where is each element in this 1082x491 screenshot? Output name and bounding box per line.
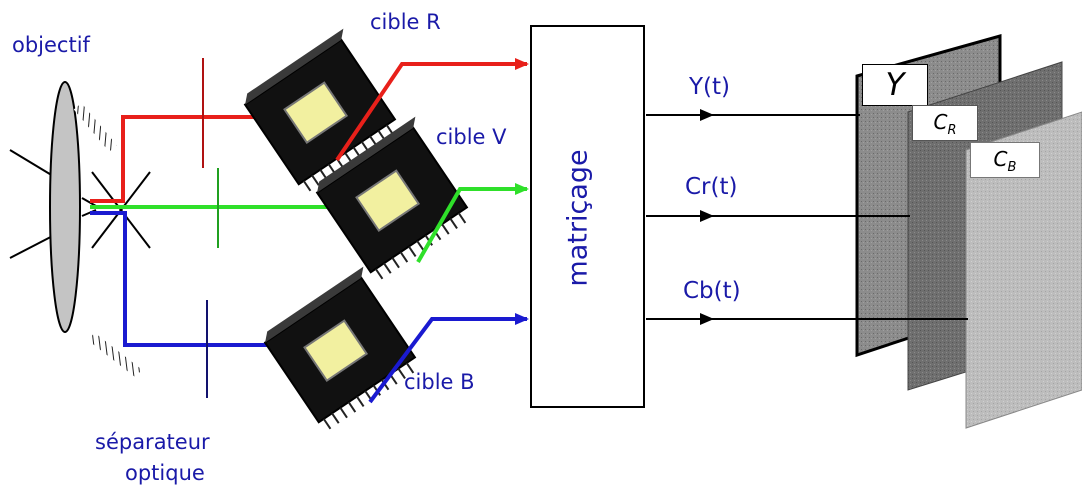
red-beam [90, 58, 274, 203]
matrixing-block [530, 25, 645, 408]
blue-beam [90, 211, 312, 398]
cb-signal-label: Cb(t) [683, 278, 741, 304]
blue-output-arrow [368, 313, 529, 404]
target-v-label: cible V [436, 125, 507, 149]
green-output-arrow [416, 183, 529, 263]
sensor-chip-r [243, 28, 397, 192]
sensor-chip-v [315, 116, 469, 280]
plane-cb-label: CB [970, 142, 1040, 178]
plane-y-label: Y [862, 64, 928, 106]
plane-cb [965, 111, 1082, 429]
mirror-bottom [88, 332, 142, 378]
target-b-label: cible B [404, 370, 475, 394]
objective-lens [9, 81, 97, 333]
objective-label: objectif [12, 33, 90, 57]
sensor-chip-b [263, 266, 417, 430]
target-r-label: cible R [370, 10, 441, 34]
optical-separator [73, 103, 151, 378]
mirror-top [73, 103, 117, 152]
separator-label-line1: séparateur [95, 430, 210, 454]
green-beam [90, 168, 367, 248]
red-output-arrow [335, 58, 529, 162]
cr-signal-label: Cr(t) [685, 174, 738, 200]
y-signal-label: Y(t) [689, 74, 731, 100]
separator-label-line2: optique [125, 461, 205, 485]
plane-cr-label: CR [912, 105, 978, 141]
